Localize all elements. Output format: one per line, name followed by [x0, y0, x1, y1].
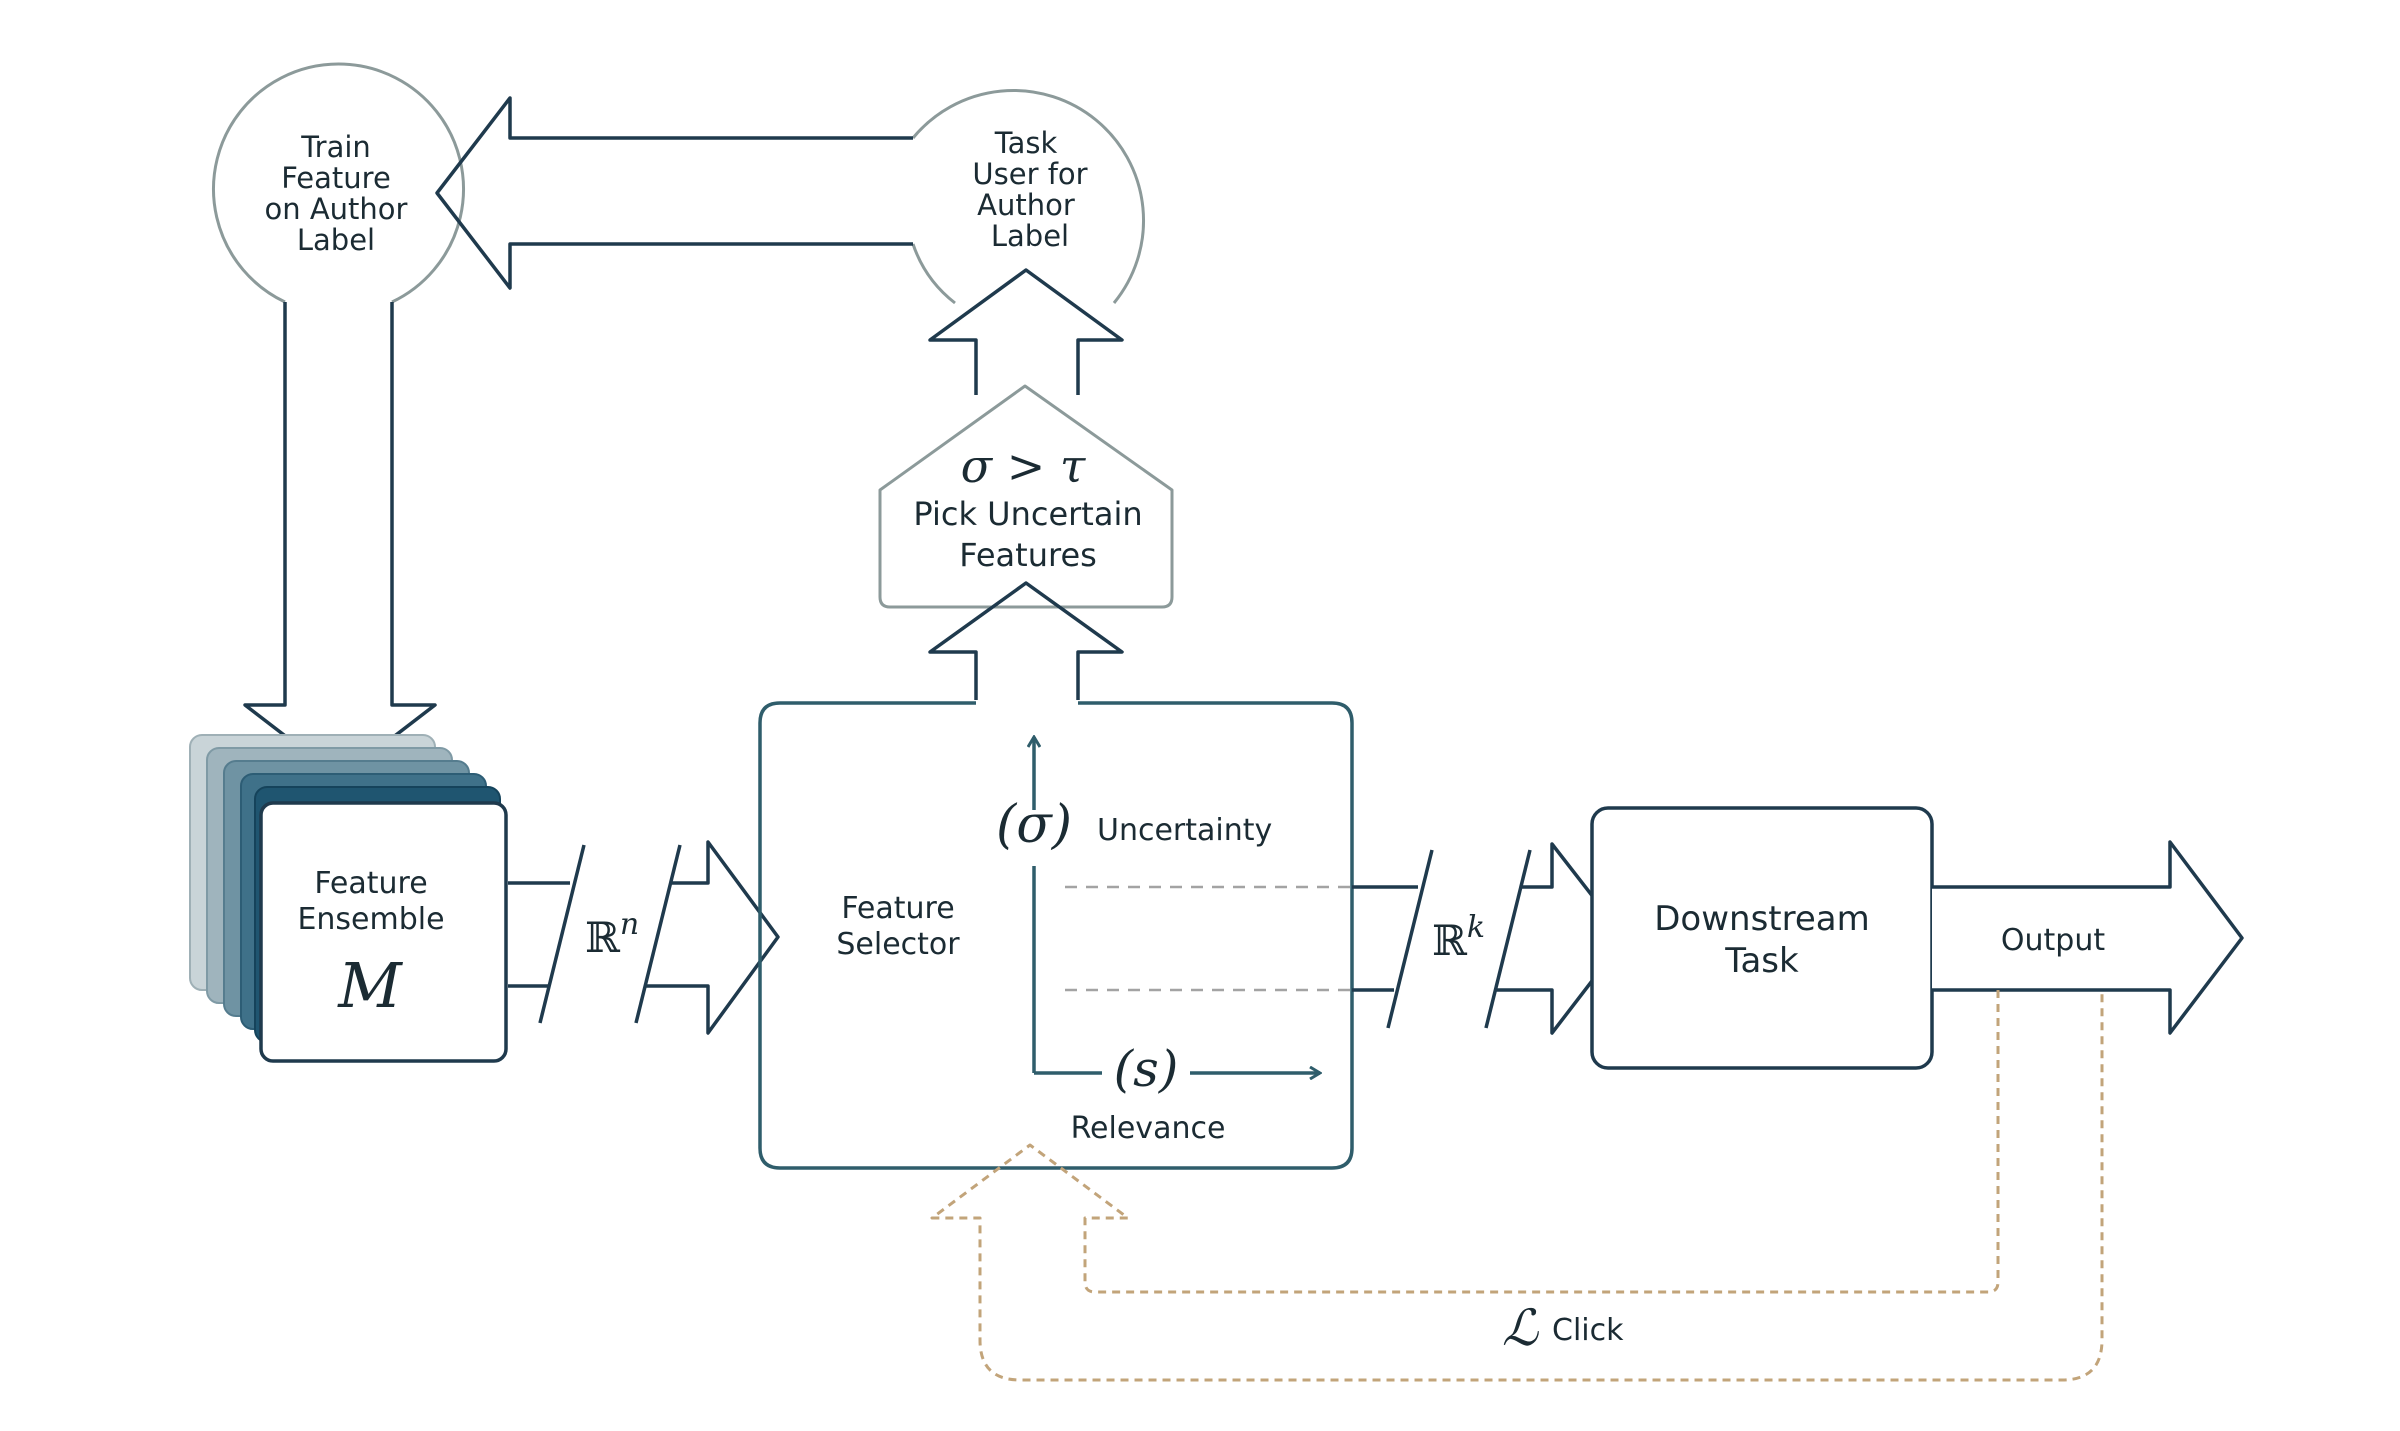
output-arrow: Output: [1932, 840, 2244, 1035]
ensemble-line-2: Ensemble: [297, 902, 444, 937]
ensemble-line-1: Feature: [314, 866, 427, 901]
feature-selector-node: Feature Selector (σ) Uncertainty (s) Rel…: [758, 701, 1354, 1170]
task-user-line-3: Author: [977, 188, 1075, 222]
pick-uncertain-node: σ > τ Pick Uncertain Features: [878, 384, 1174, 609]
downstream-line-2: Task: [1724, 941, 1799, 981]
task-user-line-2: User for: [972, 157, 1087, 191]
task-user-line-1: Task: [994, 126, 1058, 160]
feedback-loss-arrow: ℒ Click: [930, 990, 2104, 1382]
train-line-1: Train: [300, 130, 371, 164]
relevance-label: Relevance: [1071, 1111, 1226, 1146]
relevance-symbol: (s): [1114, 1040, 1179, 1098]
left-arrow-to-train: [435, 96, 913, 290]
pick-formula: σ > τ: [961, 439, 1087, 493]
down-arrow-to-ensemble: [243, 302, 437, 780]
uncertainty-label: Uncertainty: [1097, 813, 1272, 848]
input-space-arrow: ℝn: [508, 840, 780, 1035]
task-user-node: Task User for Author Label: [911, 88, 1145, 305]
train-line-3: on Author: [265, 192, 408, 226]
loss-symbol: ℒ: [1502, 1299, 1539, 1357]
output-label: Output: [2001, 923, 2105, 958]
downstream-task-node: Downstream Task: [1590, 806, 1934, 1070]
selector-line-2: Selector: [836, 927, 960, 962]
pick-line-1: Pick Uncertain: [913, 495, 1142, 533]
output-space-arrow: ℝk: [1352, 842, 1627, 1035]
downstream-line-1: Downstream: [1654, 899, 1870, 939]
up-arrow-to-pick: [928, 581, 1124, 700]
input-space-label: ℝn: [585, 907, 639, 962]
up-arrow-to-task-user: [928, 268, 1124, 395]
loss-label: Click: [1552, 1313, 1624, 1348]
selector-line-1: Feature: [841, 891, 954, 926]
train-feature-node: Train Feature on Author Label: [212, 62, 465, 304]
pick-line-2: Features: [959, 536, 1097, 574]
train-line-4: Label: [297, 223, 375, 257]
feature-ensemble-node: Feature Ensemble M: [259, 801, 508, 1063]
task-user-line-4: Label: [991, 219, 1069, 253]
uncertainty-symbol: (σ): [996, 795, 1072, 855]
output-space-label: ℝk: [1432, 910, 1485, 965]
ensemble-symbol: M: [337, 949, 403, 1022]
train-line-2: Feature: [281, 161, 391, 195]
